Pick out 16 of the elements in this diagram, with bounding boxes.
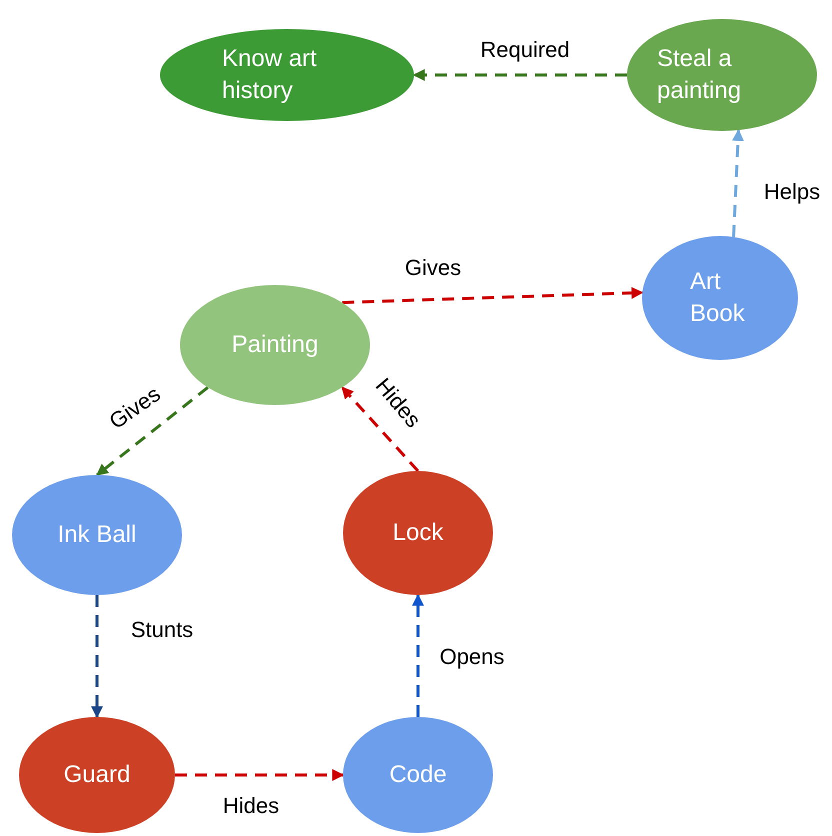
node-label: Ink Ball (58, 520, 136, 550)
dashed-arrow (91, 595, 103, 718)
node-label: Lock (392, 518, 444, 548)
node-label: Know art history (222, 44, 318, 106)
dashed-arrow (341, 386, 420, 472)
node-label: Art Book (690, 267, 746, 329)
node-label: Guard (64, 760, 130, 790)
dashed-arrow (412, 594, 424, 717)
dashed-arrow (342, 286, 644, 304)
node-label: Painting (232, 330, 318, 360)
dashed-arrow (732, 128, 744, 238)
node-label: Code (389, 760, 447, 790)
dashed-arrow (175, 769, 344, 781)
node-label: Steal a painting (657, 44, 742, 106)
dashed-arrow (412, 69, 627, 81)
dashed-arrow (96, 386, 209, 476)
